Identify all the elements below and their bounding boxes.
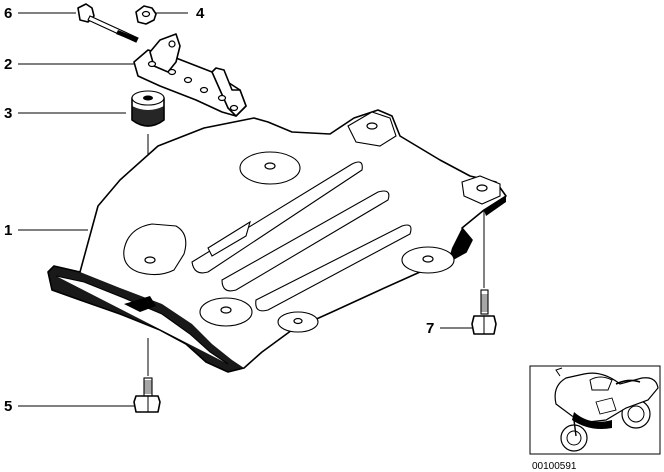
callout-7[interactable]: 7: [426, 320, 472, 337]
callout-4[interactable]: 4: [156, 5, 205, 22]
long-bolt-thread: [116, 30, 138, 42]
skid-plate-rear-edge: [484, 196, 506, 216]
rib-3: [255, 224, 412, 312]
callout-4-label: 4: [196, 5, 205, 22]
callout-5-label: 5: [4, 398, 12, 415]
mount-hole-rear: [366, 122, 378, 130]
bolt-lower-thread: [144, 380, 152, 394]
callout-7-label: 7: [426, 320, 434, 337]
thumbnail-inset[interactable]: 00100591: [529, 365, 661, 472]
mount-hole-right-tab: [476, 184, 488, 192]
mount-pad-left: [123, 223, 187, 276]
skid-plate-right-flange: [448, 228, 472, 262]
bracket-hole-6: [217, 94, 227, 102]
callout-1-label: 1: [4, 222, 12, 239]
callout-6-label: 6: [4, 5, 12, 22]
motorcycle-icon: [554, 367, 659, 452]
skid-plate-lip-highlight: [55, 275, 229, 365]
skid-plate-shell: [47, 109, 507, 373]
mount-hole-left: [144, 256, 156, 264]
long-bolt[interactable]: [77, 3, 139, 43]
callout-2[interactable]: 2: [4, 56, 134, 73]
callout-3-label: 3: [4, 105, 12, 122]
bolt-right-thread: [481, 294, 488, 312]
callout-5[interactable]: 5: [4, 398, 134, 415]
bracket-hole-7: [229, 104, 239, 112]
bracket-hole-5: [199, 86, 209, 94]
bracket-hole-1: [168, 40, 176, 48]
bracket-hole-3: [167, 68, 177, 76]
thumbnail-code: 00100591: [532, 461, 577, 472]
bolt-lower[interactable]: [133, 377, 161, 413]
bolt-right[interactable]: [471, 289, 497, 335]
hex-nut[interactable]: [135, 5, 157, 25]
callout-2-label: 2: [4, 56, 12, 73]
callout-3[interactable]: 3: [4, 105, 126, 122]
bolt-right-shank: [480, 289, 489, 315]
mount-hole-right: [422, 255, 434, 263]
rib-4: [207, 220, 251, 257]
mount-hole-front: [293, 317, 303, 325]
mounting-bracket[interactable]: [133, 33, 247, 117]
callout-6[interactable]: 6: [4, 5, 76, 22]
callout-1[interactable]: 1: [4, 222, 88, 239]
bolt-lower-head: [133, 395, 161, 413]
rubber-spacer-side: [132, 106, 164, 126]
bracket-hole-2: [147, 60, 157, 68]
bracket-end-tab: [211, 67, 247, 117]
bracket-hole-4: [183, 76, 193, 84]
mount-hole-top: [264, 162, 276, 170]
skid-plate[interactable]: [47, 109, 507, 373]
hex-nut-hole: [141, 10, 151, 18]
skid-plate-left-recess: [124, 296, 156, 312]
rib-2: [221, 190, 390, 292]
rubber-spacer-hole: [143, 95, 153, 101]
mount-hole-lower: [220, 306, 232, 314]
rib-1: [191, 161, 363, 274]
rubber-spacer[interactable]: [131, 90, 165, 127]
